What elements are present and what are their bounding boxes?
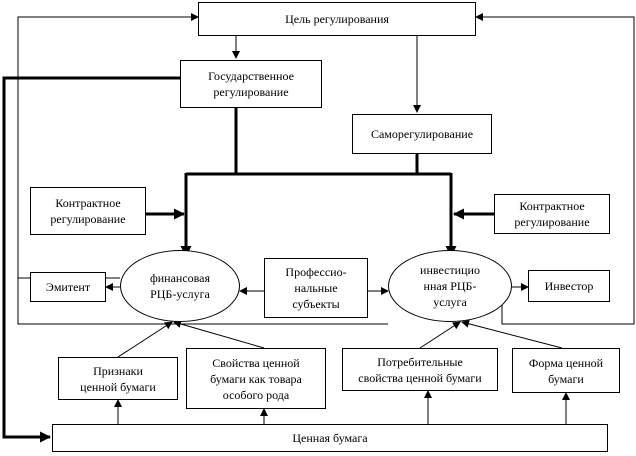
professionals-box: Профессио- нальные субъекты	[264, 258, 368, 318]
contract-regulation-left-box: Контрактное регулирование	[30, 187, 146, 235]
consumer-properties-box: Потребительные свойства ценной бумаги	[342, 348, 498, 391]
arrow-properties-to-financial	[173, 320, 265, 349]
arrow-loop-left-to-goal	[17, 13, 199, 279]
arrow-state-to-security	[2, 76, 180, 443]
investor-box: Инвестор	[528, 270, 610, 302]
security-form-box: Форма ценной бумаги	[512, 348, 620, 393]
arrow-consumer-to-investment	[419, 321, 461, 349]
arrow-form-to-investment	[461, 319, 563, 349]
contract-regulation-right-box: Контрактное регулирование	[494, 194, 610, 234]
financial-service-oval: финансовая РЦБ-услуга	[120, 250, 240, 322]
investment-service-oval: инвестицио нная РЦБ- услуга	[388, 250, 512, 322]
state-regulation-box: Государственное регулирование	[180, 60, 322, 108]
frame-line-bottom	[17, 278, 388, 325]
security-properties-box: Свойства ценной бумаги как товара особог…	[186, 348, 326, 409]
security-box: Ценная бумага	[52, 424, 608, 452]
arrow-loop-right-to-goal	[475, 13, 635, 325]
issuer-box: Эмитент	[30, 272, 106, 302]
self-regulation-box: Саморегулирование	[352, 114, 492, 154]
security-features-box: Признаки ценной бумаги	[58, 357, 178, 400]
arrow-features-to-financial	[117, 321, 173, 358]
goal-box: Цель регулирования	[198, 2, 476, 36]
